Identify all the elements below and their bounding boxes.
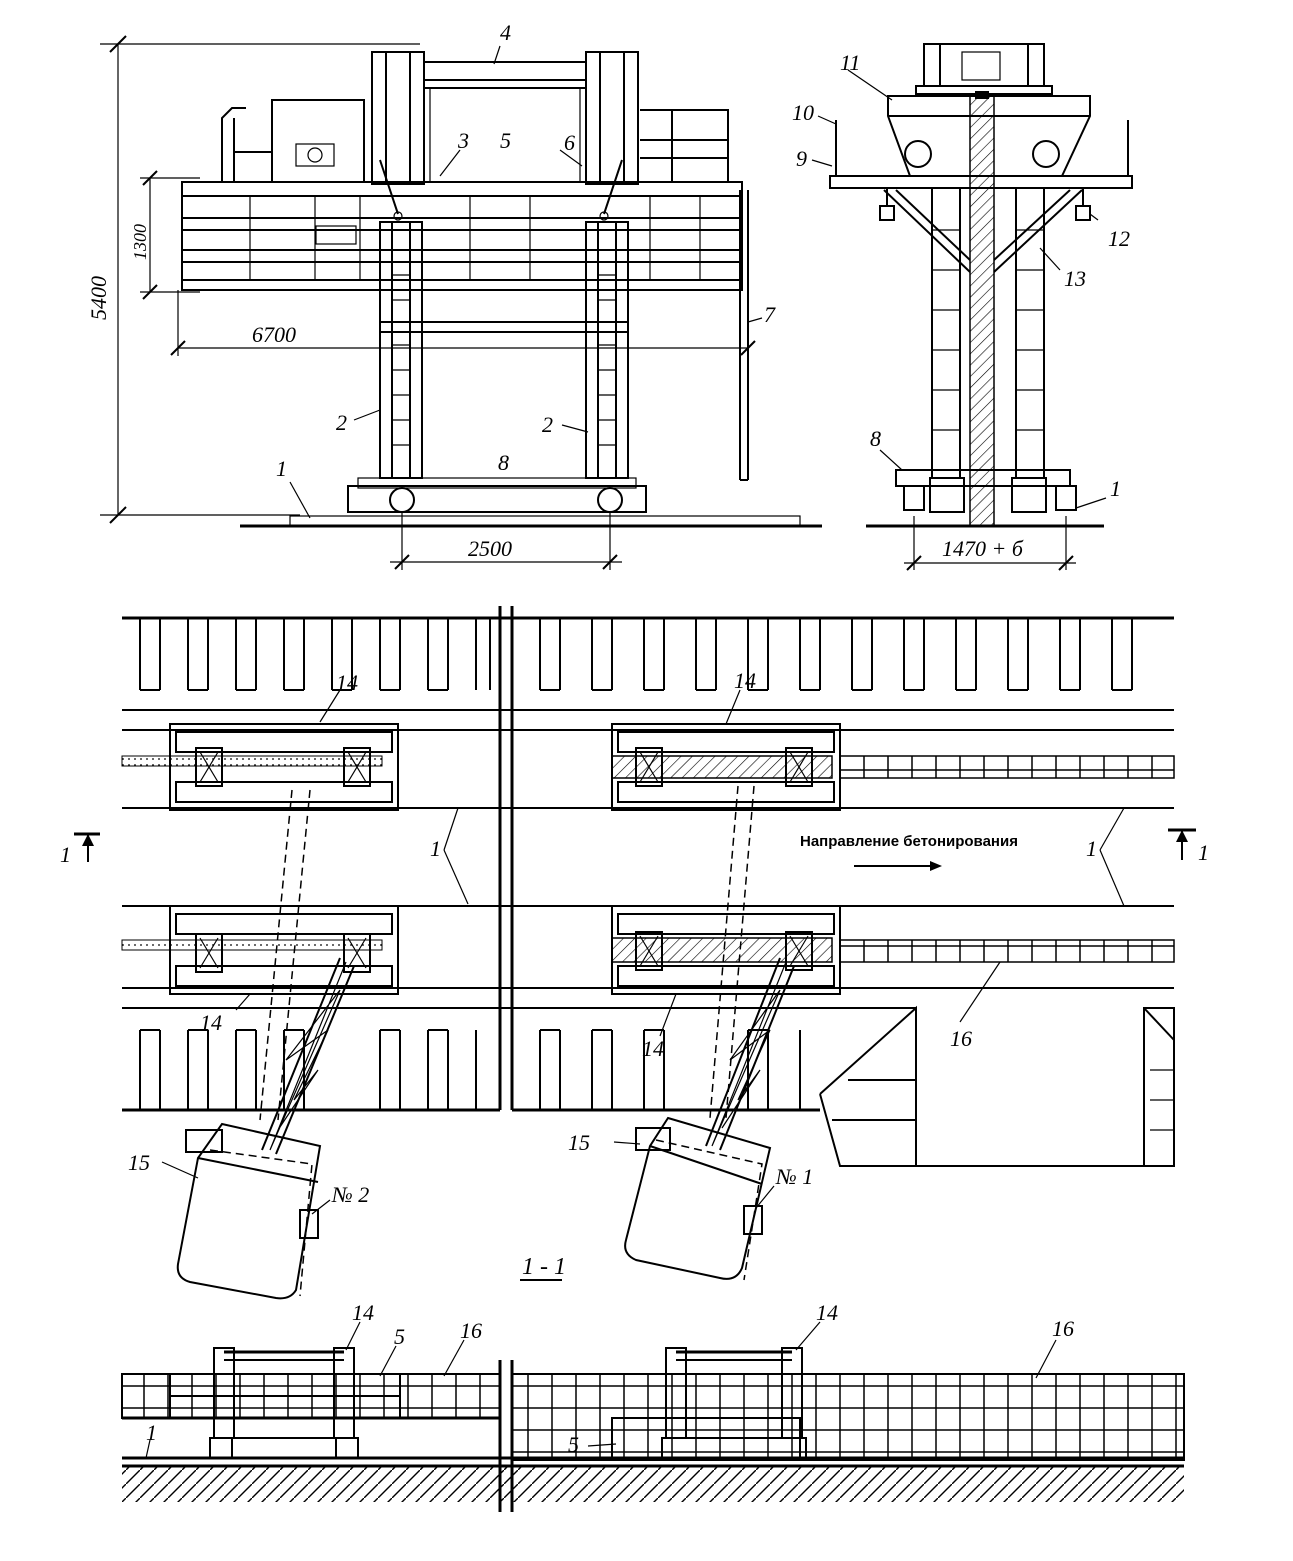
label-2-left: 2 (336, 410, 347, 435)
label-10: 10 (792, 100, 814, 125)
label-3: 3 (457, 128, 469, 153)
label-14-sec-right: 14 (816, 1300, 838, 1325)
label-11: 11 (840, 50, 860, 75)
label-12: 12 (1108, 226, 1130, 251)
direction-text: Направление бетонирования (800, 833, 1018, 850)
label-5: 5 (500, 128, 511, 153)
label-2-right: 2 (542, 412, 553, 437)
side-elevation (811, 43, 1133, 571)
label-1-elev: 1 (276, 456, 287, 481)
label-5-sec-right: 5 (568, 1432, 579, 1457)
label-8: 8 (498, 450, 509, 475)
section-1-1 (121, 1321, 1185, 1512)
label-15-left: 15 (128, 1150, 150, 1175)
crane-2 (176, 789, 355, 1300)
crane-no1-label: № 1 (775, 1164, 813, 1189)
label-1-plan-right: 1 (1086, 836, 1097, 861)
plan-view (74, 606, 1196, 1300)
label-14-c: 14 (200, 1010, 222, 1035)
label-9: 9 (796, 146, 807, 171)
label-6: 6 (564, 130, 575, 155)
front-elevation (100, 35, 822, 570)
section-title: 1 - 1 (522, 1254, 566, 1280)
label-1-side: 1 (1110, 476, 1121, 501)
label-7: 7 (764, 302, 776, 327)
dim-width-platform: 6700 (252, 322, 296, 347)
section-mark-left: 1 (60, 842, 71, 867)
crane-1 (624, 785, 795, 1281)
dim-gauge-side: 1470 + б (942, 536, 1024, 561)
dim-height-platform: 1300 (130, 224, 150, 260)
label-1-plan-left: 1 (430, 836, 441, 861)
section-mark-right: 1 (1198, 840, 1209, 865)
label-8-side: 8 (870, 426, 881, 451)
label-14-a: 14 (336, 670, 358, 695)
label-14-d: 14 (642, 1036, 664, 1061)
label-14-b: 14 (734, 668, 756, 693)
label-16-sec-left: 16 (460, 1318, 482, 1343)
label-5-sec-left: 5 (394, 1324, 405, 1349)
label-16-sec-right: 16 (1052, 1316, 1074, 1341)
label-1-sec: 1 (146, 1420, 157, 1445)
label-16-plan: 16 (950, 1026, 972, 1051)
label-4: 4 (500, 20, 511, 45)
dim-height-total: 5400 (86, 276, 111, 320)
label-15-right: 15 (568, 1130, 590, 1155)
dim-gauge: 2500 (468, 536, 512, 561)
label-14-sec-left: 14 (352, 1300, 374, 1325)
label-13: 13 (1064, 266, 1086, 291)
crane-no2-label: № 2 (331, 1182, 369, 1207)
